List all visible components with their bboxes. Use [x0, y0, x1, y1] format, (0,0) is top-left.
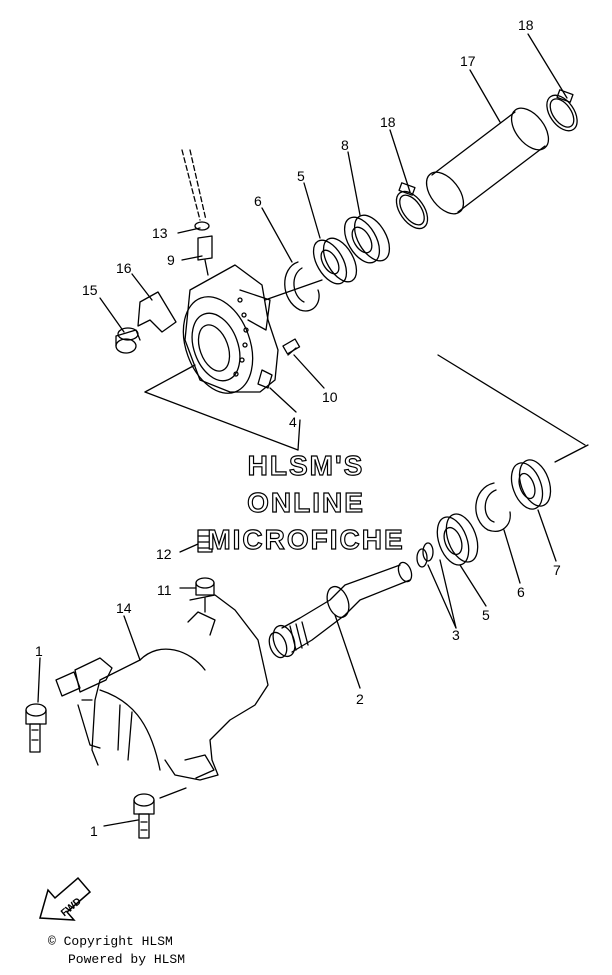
callout-17: 17 — [460, 53, 476, 69]
callout-2: 2 — [356, 691, 364, 707]
callout-15: 15 — [82, 282, 98, 298]
part-6-circlip-upper — [284, 261, 320, 312]
callout-11: 11 — [157, 582, 172, 598]
callout-3: 3 — [452, 627, 460, 643]
leader-lines — [37, 33, 568, 827]
callout-9: 9 — [167, 252, 175, 268]
callout-1-left: 1 — [35, 643, 43, 659]
part-8-bearing — [343, 214, 391, 264]
callout-6-upper: 6 — [254, 193, 262, 209]
part-3-o-rings — [416, 542, 434, 568]
callout-8: 8 — [341, 137, 349, 153]
callout-labels: 18 17 18 8 5 6 13 9 16 15 10 4 7 6 5 3 2… — [35, 17, 561, 839]
part-5-bearing-upper — [312, 237, 358, 285]
part-17-hose — [425, 107, 550, 215]
part-6-circlip-lower — [475, 482, 511, 532]
callout-4: 4 — [289, 414, 297, 430]
part-5-bearing-lower — [436, 513, 479, 566]
part-15-bolt — [115, 327, 141, 354]
part-7-bearing — [510, 459, 552, 510]
part-13-cap — [181, 149, 210, 231]
callout-16: 16 — [116, 260, 132, 276]
callout-1-bottom: 1 — [90, 823, 98, 839]
part-18-clamp-lower — [395, 182, 429, 230]
assembly-bracket-lines — [144, 279, 589, 463]
powered-by-text: Powered by HLSM — [68, 952, 186, 967]
callout-5-lower: 5 — [482, 607, 490, 623]
part-4-housing — [182, 264, 301, 394]
callout-5-upper: 5 — [297, 168, 305, 184]
part-9-nipple — [197, 235, 213, 276]
callout-12: 12 — [156, 546, 172, 562]
callout-13: 13 — [152, 225, 168, 241]
callout-18-upper: 18 — [518, 17, 534, 33]
part-2-shaft — [268, 561, 413, 659]
part-11-spacer — [195, 577, 215, 613]
part-12-screw — [197, 529, 213, 553]
part-1-bolt-left — [25, 703, 47, 753]
callout-10: 10 — [322, 389, 338, 405]
part-18-clamp-upper — [546, 89, 578, 132]
copyright-text: © Copyright HLSM — [48, 934, 173, 949]
watermark-line2: ONLINE — [247, 486, 365, 518]
callout-6-lower: 6 — [517, 584, 525, 600]
fwd-arrow-icon: FWD — [39, 876, 92, 921]
callout-14: 14 — [116, 600, 132, 616]
part-14-housing — [55, 594, 269, 781]
part-1-bolt-bottom — [133, 787, 187, 839]
watermark-line1: HLSM'S — [247, 449, 365, 481]
watermark-line3: MICROFICHE — [207, 523, 405, 555]
part-16-bracket — [137, 291, 177, 333]
callout-18-lower: 18 — [380, 114, 396, 130]
callout-7: 7 — [553, 562, 561, 578]
